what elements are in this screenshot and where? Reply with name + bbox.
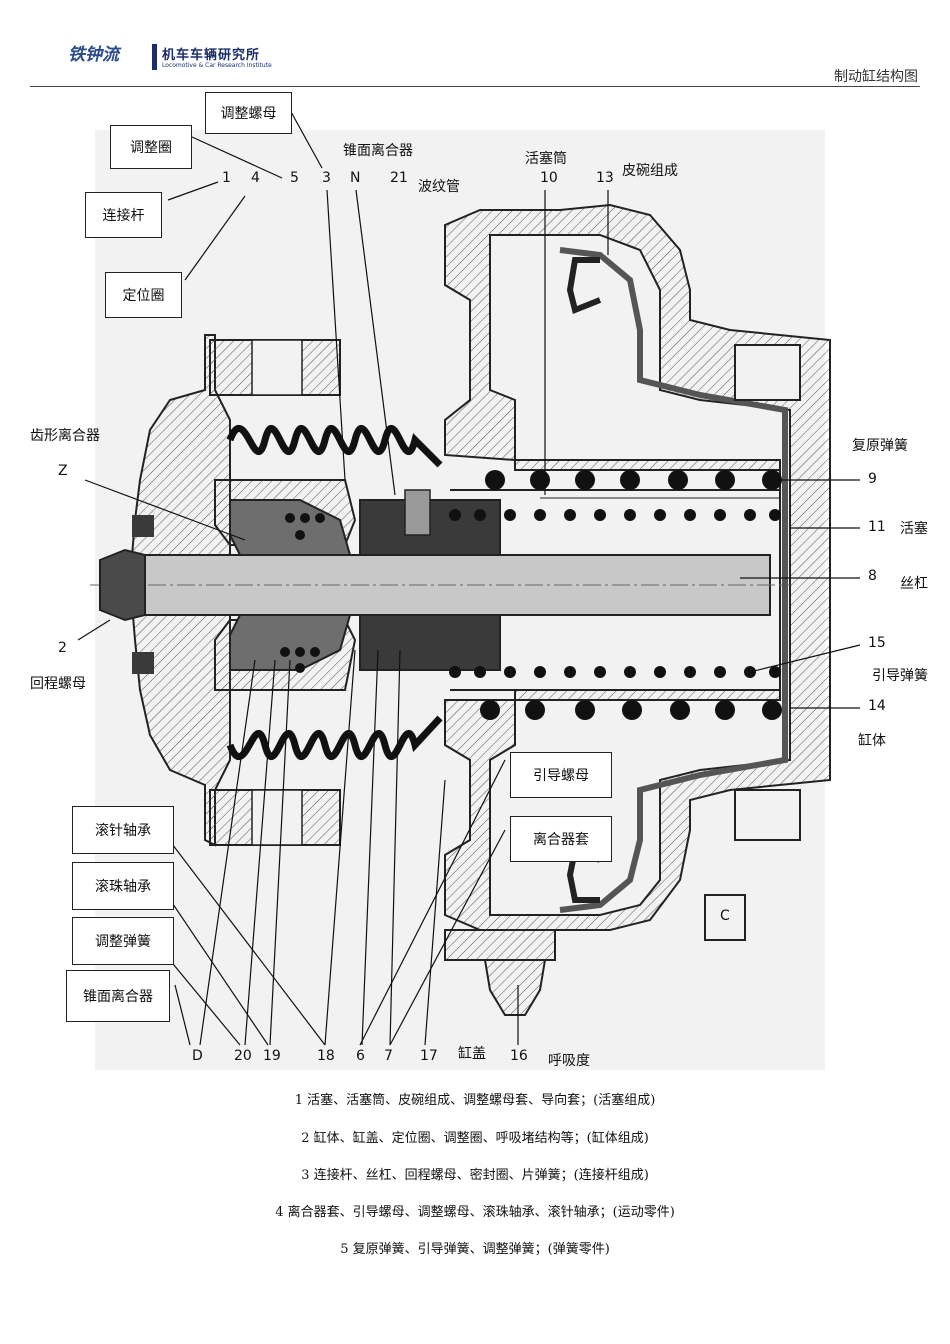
part-number-n: N bbox=[350, 170, 361, 186]
logo-bar bbox=[152, 44, 157, 70]
part-number-z: Z bbox=[58, 463, 68, 479]
page-header: 铁钟流 机车车辆研究所 Locomotive & Car Research In… bbox=[0, 0, 950, 90]
logo-text-cn: 机车车辆研究所 bbox=[162, 48, 261, 63]
part-number-2: 2 bbox=[58, 640, 67, 656]
part-number-7: 7 bbox=[384, 1048, 393, 1064]
cup-seal-upper bbox=[566, 257, 602, 315]
label-piston-cylinder: 活塞筒 bbox=[525, 151, 567, 167]
part-number-1: 1 bbox=[222, 170, 231, 186]
adjust-spring-upper bbox=[285, 513, 325, 540]
c-port bbox=[704, 894, 746, 941]
part-number-14: 14 bbox=[868, 698, 886, 714]
piston-plate bbox=[559, 247, 788, 913]
label-return-nut: 回程螺母 bbox=[30, 676, 86, 692]
seal-upper bbox=[132, 515, 154, 537]
group-note-1: 1 活塞、活塞筒、皮碗组成、调整螺母套、导向套；(活塞组成) bbox=[294, 1093, 656, 1108]
brake-cylinder-drawing bbox=[77, 109, 861, 1070]
label-box-guide-nut: 引导螺母 bbox=[510, 752, 612, 798]
part-number-17: 17 bbox=[420, 1048, 438, 1064]
group-note-5: 5 复原弹簧、引导弹簧、调整弹簧；(弹簧零件) bbox=[340, 1242, 610, 1257]
part-number-10: 10 bbox=[540, 170, 558, 186]
upper-boss bbox=[734, 344, 801, 401]
part-number-13: 13 bbox=[596, 170, 614, 186]
upper-flange-hole bbox=[251, 339, 303, 396]
part-number-11: 11 bbox=[868, 519, 886, 535]
label-box-cone-clutch: 锥面离合器 bbox=[66, 970, 170, 1022]
part-number-20: 20 bbox=[234, 1048, 252, 1064]
part-number-19: 19 bbox=[263, 1048, 281, 1064]
label-guide-spring: 引导弹簧 bbox=[872, 668, 928, 684]
group-note-2: 2 缸体、缸盖、定位圈、调整圈、呼吸堵结构等；(缸体组成) bbox=[301, 1131, 649, 1146]
label-cup-assembly: 皮碗组成 bbox=[622, 163, 678, 179]
label-tooth-clutch: 齿形离合器 bbox=[30, 428, 100, 444]
part-number-d: D bbox=[192, 1048, 203, 1064]
bellows-lower bbox=[226, 715, 443, 760]
lower-boss bbox=[734, 789, 801, 841]
leader-lines bbox=[77, 109, 861, 1046]
guide-nut-pin bbox=[404, 489, 431, 536]
part-number-21: 21 bbox=[390, 170, 408, 186]
label-bellows: 波纹管 bbox=[418, 179, 460, 195]
label-box-clutch-sleeve: 离合器套 bbox=[510, 816, 612, 862]
part-number-16: 16 bbox=[510, 1048, 528, 1064]
logo-script: 铁钟流 bbox=[68, 45, 119, 65]
label-cylinder-body: 缸体 bbox=[858, 733, 886, 749]
bellows-upper bbox=[226, 425, 443, 468]
part-number-18: 18 bbox=[317, 1048, 335, 1064]
return-spring-lower bbox=[480, 700, 782, 720]
piston-cavity bbox=[489, 234, 791, 916]
adjust-spring-lower bbox=[280, 647, 320, 673]
label-screw: 丝杠 bbox=[900, 576, 928, 592]
label-cylinder-cover: 缸盖 bbox=[458, 1046, 486, 1062]
return-nut bbox=[99, 548, 146, 622]
label-breather: 呼吸度 bbox=[548, 1053, 590, 1069]
cylinder-cover-bottom bbox=[444, 929, 556, 961]
part-number-15: 15 bbox=[868, 635, 886, 651]
seal-lower bbox=[132, 652, 154, 674]
logo-text-en: Locomotive & Car Research Institute bbox=[162, 62, 272, 69]
label-box-adjust-spring: 调整弹簧 bbox=[72, 917, 174, 965]
guide-spring-upper bbox=[449, 509, 781, 521]
group-note-3: 3 连接杆、丝杠、回程螺母、密封圈、片弹簧；(连接杆组成) bbox=[301, 1168, 649, 1183]
label-box-ball-bearing: 滚珠轴承 bbox=[72, 862, 174, 910]
document-title: 制动缸结构图 bbox=[834, 69, 918, 85]
header-rule bbox=[30, 86, 920, 87]
part-number-9: 9 bbox=[868, 471, 877, 487]
label-box-locating-ring: 定位圈 bbox=[105, 272, 182, 318]
label-box-adjust-nut: 调整螺母 bbox=[205, 92, 292, 134]
guide-spring-lower bbox=[449, 666, 781, 678]
label-box-needle-bearing: 滚针轴承 bbox=[72, 806, 174, 854]
label-box-connecting-rod: 连接杆 bbox=[85, 192, 162, 238]
part-number-6: 6 bbox=[356, 1048, 365, 1064]
part-number-4: 4 bbox=[251, 170, 260, 186]
guide-nut-lower bbox=[359, 614, 501, 671]
lower-flange-hole bbox=[251, 789, 303, 846]
label-return-spring: 复原弹簧 bbox=[852, 438, 908, 454]
label-box-adjust-ring: 调整圈 bbox=[110, 125, 192, 169]
part-number-5: 5 bbox=[290, 170, 299, 186]
part-number-3: 3 bbox=[322, 170, 331, 186]
part-number-c: C bbox=[720, 908, 730, 924]
label-piston: 活塞 bbox=[900, 521, 928, 537]
group-note-4: 4 离合器套、引导螺母、调整螺母、滚珠轴承、滚针轴承；(运动零件) bbox=[275, 1205, 675, 1220]
label-cone-clutch-top: 锥面离合器 bbox=[343, 143, 413, 159]
part-number-8: 8 bbox=[868, 568, 877, 584]
